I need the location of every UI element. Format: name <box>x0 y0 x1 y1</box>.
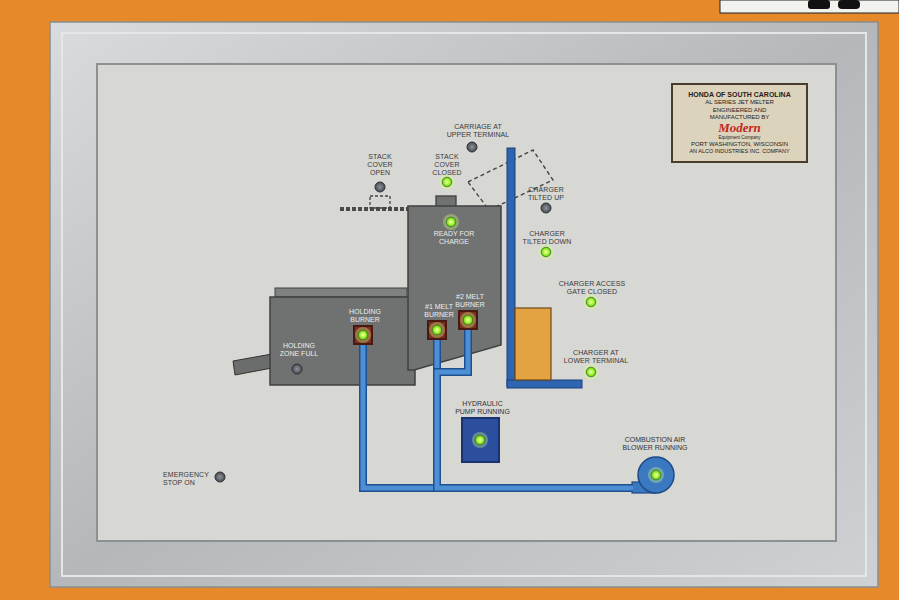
pilot-light-off <box>541 203 551 213</box>
indicator-label: STACK COVER OPEN <box>363 153 397 177</box>
melt-burner: #1 MELT BURNER <box>427 320 447 340</box>
light-glow <box>472 432 488 448</box>
pilot-light-off <box>375 182 385 192</box>
pilot-light-on <box>541 247 551 257</box>
holding-body <box>270 297 415 385</box>
pilot-light-on <box>651 470 661 480</box>
tower-body <box>408 206 501 370</box>
indicator-label: CHARGER TILTED UP <box>523 186 569 202</box>
node-text: READY FOR CHARGE <box>426 230 482 246</box>
air-pipe <box>363 345 633 488</box>
pipe-outline <box>437 340 633 488</box>
pilot-light-on <box>463 315 473 325</box>
hydraulic-pump: HYDRAULIC PUMP RUNNING <box>461 417 500 463</box>
pilot-light-on <box>586 367 596 377</box>
light-glow <box>538 244 554 260</box>
pipe-fill <box>437 330 633 488</box>
holding-furnace: HOLDING ZONE FULL HOLDING BURNER <box>270 288 415 385</box>
air-pipe <box>437 330 633 488</box>
pilot-light-off <box>215 472 225 482</box>
indicator-label: CHARGER TILTED DOWN <box>519 230 575 246</box>
light-glow <box>443 214 459 230</box>
plate-text: PORT WASHINGTON, WISCONSIN <box>691 141 788 148</box>
plate-text: AN ALCO INDUSTRIES INC. COMPANY <box>689 148 789 155</box>
holding-lid <box>275 288 407 297</box>
name-plate: HONDA OF SOUTH CAROLINAAL SERIES JET MEL… <box>671 83 808 163</box>
air-blower: COMBUSTION AIR BLOWER RUNNING <box>632 455 678 495</box>
pipe-fill <box>437 340 633 488</box>
panel-shadow <box>96 63 837 542</box>
light-glow <box>429 322 445 338</box>
corner-sign <box>720 0 899 13</box>
indicator-label: STACK COVER CLOSED <box>429 153 465 177</box>
plate-text: AL SERIES JET MELTER <box>705 99 774 106</box>
pilot-light-on <box>442 177 452 187</box>
melt-burner: #2 MELT BURNER <box>458 310 478 330</box>
pilot-light-on <box>475 435 485 445</box>
melt-tower: READY FOR CHARGE#1 MELT BURNER#2 MELT BU… <box>408 206 501 370</box>
node-text: HOLDING ZONE FULL <box>276 342 322 358</box>
holding-burner: HOLDING BURNER <box>353 325 373 345</box>
node-heading: #1 MELT BURNER <box>422 303 456 319</box>
light-glow <box>648 467 664 483</box>
charger-base <box>507 380 582 388</box>
plate-text: ENGINEERED AND MANUFACTURED BY <box>690 107 790 121</box>
metal-frame <box>50 22 878 587</box>
light-glow <box>583 294 599 310</box>
indicator-label: CHARGER AT LOWER TERMINAL <box>561 349 631 365</box>
light-glow <box>460 312 476 328</box>
frame-bevel <box>62 33 866 576</box>
plate-text: Modern <box>718 121 761 135</box>
sign-mark <box>808 0 830 9</box>
pilot-light-off <box>467 142 477 152</box>
light-glow <box>583 364 599 380</box>
air-pipe <box>437 340 633 488</box>
light-glow <box>355 327 371 343</box>
node-heading: HOLDING BURNER <box>345 308 385 324</box>
pilot-light-off <box>292 364 302 374</box>
pipe-fill <box>363 345 633 488</box>
charger-column <box>507 148 515 386</box>
node-heading: #2 MELT BURNER <box>453 293 487 309</box>
holding-furnace-outline <box>270 288 415 385</box>
indicator-label: CHARGER ACCESS GATE CLOSED <box>556 280 628 296</box>
plate-text: Equipment Company <box>718 135 760 141</box>
indicator-label: CARRIAGE AT UPPER TERMINAL <box>444 123 512 139</box>
plate-text: HONDA OF SOUTH CAROLINA <box>688 91 790 99</box>
pilot-light-on <box>446 217 456 227</box>
light-glow <box>439 174 455 190</box>
pilot-light-on <box>586 297 596 307</box>
sign-mark <box>838 0 860 9</box>
pour-spout <box>233 354 272 375</box>
pipe-outline <box>363 345 633 488</box>
pilot-light-on <box>358 330 368 340</box>
node-heading: HYDRAULIC PUMP RUNNING <box>452 400 514 416</box>
indicator-label: EMERGENCY STOP ON <box>163 471 213 487</box>
pilot-light-on <box>432 325 442 335</box>
stack-cover-open-outline <box>370 196 390 208</box>
mimic-panel <box>98 65 835 540</box>
charger-skip <box>515 308 551 380</box>
air-blower-outline <box>632 455 678 495</box>
pipe-outline <box>437 330 633 488</box>
blower-housing <box>638 457 674 493</box>
node-heading: COMBUSTION AIR BLOWER RUNNING <box>612 436 698 452</box>
